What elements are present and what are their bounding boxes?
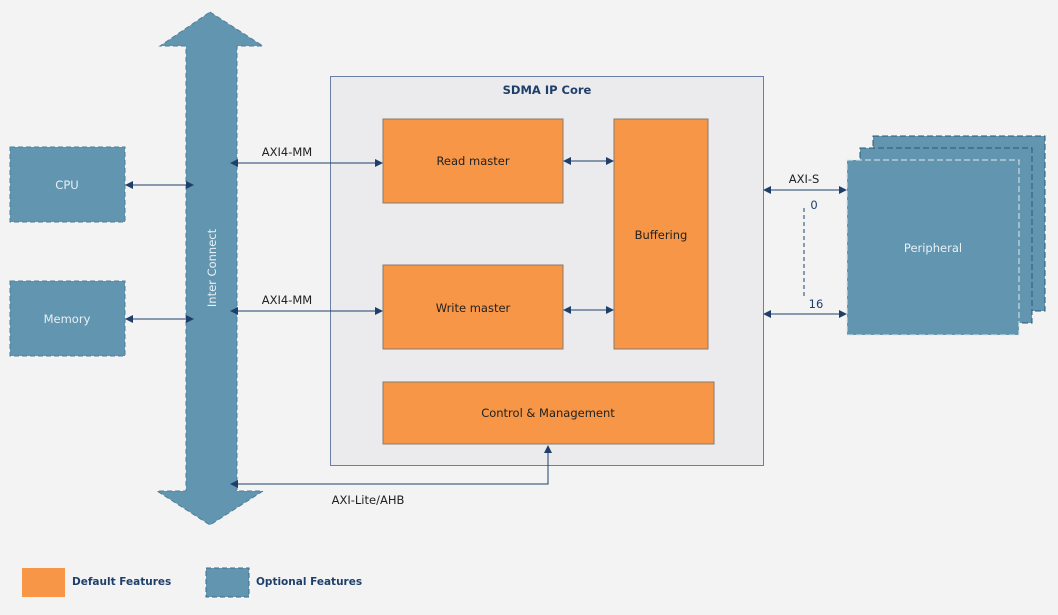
control-bus-label: AXI-Lite/AHB [331, 493, 405, 507]
buffering-block[interactable] [613, 118, 709, 350]
write-master-block[interactable] [382, 264, 564, 350]
interconnect-label: Inter Connect [205, 228, 219, 308]
memory-label: Memory [43, 312, 91, 326]
core-title: SDMA IP Core [502, 83, 592, 97]
stream-end-label: 16 [808, 297, 824, 311]
read-bus-label: AXI4-MM [261, 145, 313, 159]
write-bus-label: AXI4-MM [261, 293, 313, 307]
legend-optional-label: Optional Features [256, 576, 363, 588]
read-master-label: Read master [436, 154, 510, 168]
legend-optional-swatch [205, 567, 250, 598]
control-management-block[interactable] [382, 381, 715, 445]
legend-default-swatch [22, 568, 65, 597]
control-label: Control & Management [481, 406, 615, 420]
stream-start-label: 0 [810, 198, 818, 212]
interconnect-arrow[interactable] [155, 11, 265, 526]
control-bus-link [230, 445, 552, 488]
cpu-label: CPU [55, 178, 79, 192]
legend-default-label: Default Features [72, 576, 172, 588]
stream-bus-label: AXI-S [788, 172, 820, 186]
peripheral-block[interactable] [846, 159, 1020, 336]
cpu-block[interactable] [9, 146, 126, 223]
buffering-label: Buffering [634, 228, 688, 242]
peripheral-label: Peripheral [903, 241, 963, 255]
write-master-label: Write master [435, 301, 511, 315]
